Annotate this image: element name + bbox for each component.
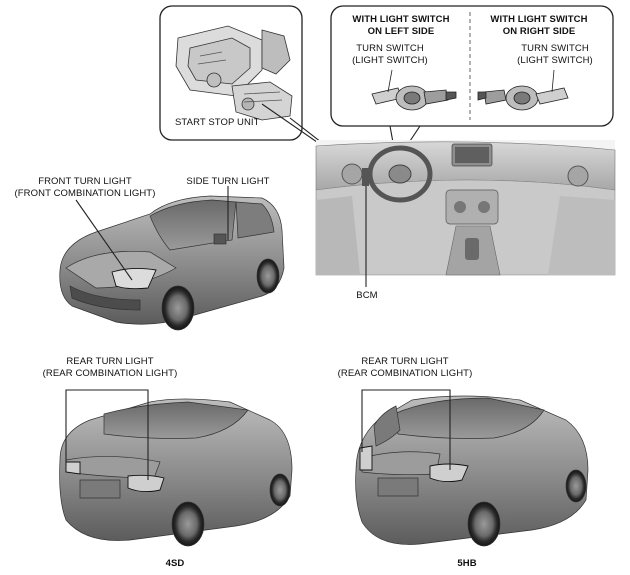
bcm-module <box>362 168 369 186</box>
rear-turn-light-5hb-label-line2: (REAR COMBINATION LIGHT) <box>337 368 473 379</box>
turn-switch-right-label-line2: (LIGHT SWITCH) <box>517 55 593 66</box>
bcm-label: BCM <box>356 290 378 301</box>
right-side-header-line2: ON RIGHT SIDE <box>502 26 576 37</box>
rear-turn-light-4sd-label-line1: REAR TURN LIGHT <box>66 356 154 367</box>
sedan-rear-combination-light <box>127 474 165 493</box>
interior-dashboard-image <box>315 140 616 287</box>
start-stop-unit-label: START STOP UNIT <box>175 117 260 128</box>
turn-switch-left-label-line2: (LIGHT SWITCH) <box>352 55 428 66</box>
turn-switch-right-label-line1: TURN SWITCH <box>521 43 589 54</box>
sedan-rear-bracket <box>65 389 149 480</box>
left-turn-switch-image <box>371 69 457 111</box>
variant-label-4sd: 4SD <box>165 558 185 569</box>
start-stop-unit-image <box>175 25 293 121</box>
rear-turn-light-5hb-label-line1: REAR TURN LIGHT <box>361 356 449 367</box>
front-turn-light-label-line2: (FRONT COMBINATION LIGHT) <box>14 188 156 199</box>
left-side-header-line1: WITH LIGHT SWITCH <box>352 14 450 25</box>
hatchback-rear-combination-light <box>429 463 469 483</box>
light-switch-callout <box>330 5 614 127</box>
side-turn-light-label: SIDE TURN LIGHT <box>186 176 270 187</box>
front-car-leaders <box>75 186 229 281</box>
front-car-image <box>59 195 285 331</box>
right-turn-switch-image <box>477 69 569 111</box>
left-side-header-line2: ON LEFT SIDE <box>367 26 435 37</box>
start-stop-unit-callout <box>159 5 303 141</box>
turn-switch-left-label-line1: TURN SWITCH <box>356 43 424 54</box>
variant-label-5hb: 5HB <box>457 558 477 569</box>
front-turn-light-label-line1: FRONT TURN LIGHT <box>38 176 132 187</box>
hatchback-rear-image <box>355 395 589 547</box>
side-mirror <box>213 233 227 245</box>
right-side-header-line1: WITH LIGHT SWITCH <box>490 14 588 25</box>
rear-turn-light-4sd-label-line2: (REAR COMBINATION LIGHT) <box>42 368 178 379</box>
hatchback-rear-bracket <box>361 389 451 470</box>
front-combination-light-shape <box>111 267 157 290</box>
sedan-rear-image <box>59 398 293 547</box>
